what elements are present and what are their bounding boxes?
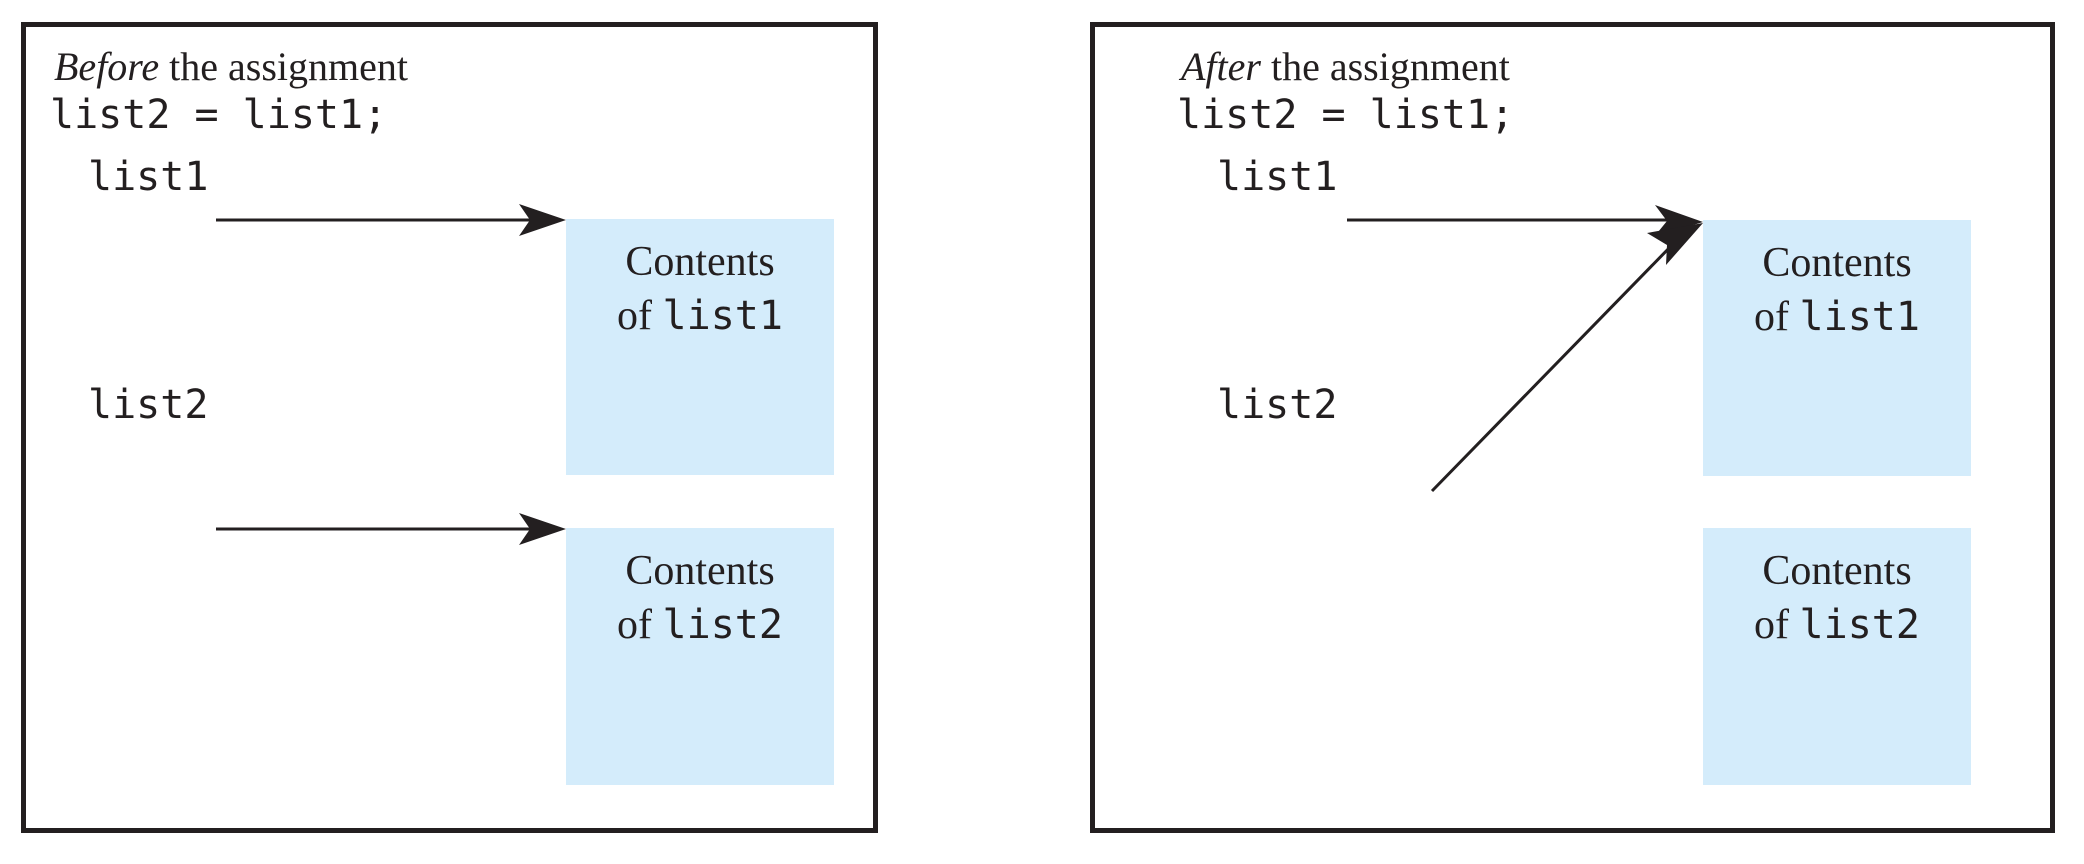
caption-after-rest: the assignment — [1260, 44, 1510, 89]
memory-block-list2-before-mono: list2 — [662, 602, 783, 648]
caption-after-emphasis: After — [1181, 44, 1261, 89]
caption-after: After the assignment — [1181, 47, 1510, 87]
memory-block-list2-after-prefix: of — [1754, 602, 1800, 648]
variable-label-list2-after: list2 — [1217, 382, 1338, 428]
arrow-list2-to-block-list2-before — [216, 513, 566, 545]
caption-before-rest: the assignment — [159, 44, 408, 89]
code-line-before: list2 = list1; — [50, 92, 388, 138]
code-line-after: list2 = list1; — [1177, 92, 1515, 138]
memory-block-list1-after: Contents of list1 — [1703, 220, 1971, 476]
memory-block-list1-after-line2: of list1 — [1703, 296, 1971, 338]
arrow-list1-to-block-list1-before — [216, 204, 566, 236]
memory-block-list2-after-line1: Contents — [1762, 548, 1912, 594]
arrow-list2-to-block-list1-after — [1430, 223, 1703, 493]
panel-before-assignment: Before the assignment list2 = list1; lis… — [21, 22, 878, 833]
panel-after-content: After the assignment list2 = list1; list… — [1095, 27, 2050, 828]
memory-block-list2-after-line2: of list2 — [1703, 604, 1971, 646]
memory-block-list1-before-line2: of list1 — [566, 295, 834, 337]
panel-before-content: Before the assignment list2 = list1; lis… — [26, 27, 873, 828]
memory-block-list1-before-mono: list1 — [662, 293, 783, 339]
caption-before-emphasis: Before — [54, 44, 160, 89]
memory-block-list1-before-line1: Contents — [625, 239, 775, 285]
variable-label-list1-before: list1 — [88, 154, 209, 200]
variable-label-list2-before: list2 — [88, 382, 209, 428]
memory-block-list1-before: Contents of list1 — [566, 219, 834, 475]
variable-label-list1-after: list1 — [1217, 154, 1338, 200]
memory-block-list1-after-mono: list1 — [1799, 294, 1920, 340]
panel-after-assignment: After the assignment list2 = list1; list… — [1090, 22, 2055, 833]
memory-block-list2-before-line2: of list2 — [566, 604, 834, 646]
memory-block-list1-after-line1: Contents — [1762, 240, 1912, 286]
memory-block-list2-after: Contents of list2 — [1703, 528, 1971, 785]
memory-block-list2-before-prefix: of — [617, 602, 663, 648]
caption-before: Before the assignment — [54, 47, 408, 87]
memory-block-list2-before: Contents of list2 — [566, 528, 834, 785]
memory-block-list2-after-mono: list2 — [1799, 602, 1920, 648]
memory-block-list2-before-line1: Contents — [625, 548, 775, 594]
memory-block-list1-before-prefix: of — [617, 293, 663, 339]
arrow-list1-to-block-list1-after — [1347, 205, 1703, 237]
memory-block-list1-after-prefix: of — [1754, 294, 1800, 340]
